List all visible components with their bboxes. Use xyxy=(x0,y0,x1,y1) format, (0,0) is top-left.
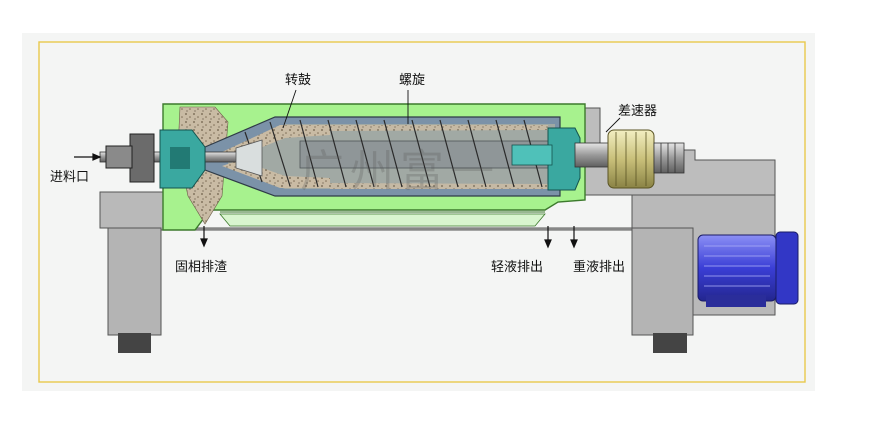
left-foot-pad xyxy=(118,333,151,353)
label-gearbox: 差速器 xyxy=(618,104,658,119)
label-heavy-liquid-discharge: 重液排出 xyxy=(573,260,626,275)
label-feed-inlet: 进料口 xyxy=(50,170,90,185)
left-bearing xyxy=(129,133,155,183)
label-solid-discharge: 固相排渣 xyxy=(175,260,228,275)
right-support-leg xyxy=(631,227,694,336)
label-screw: 螺旋 xyxy=(399,73,426,88)
motor xyxy=(697,234,777,302)
watermark: 广州富一 xyxy=(300,146,500,197)
diagram-border xyxy=(38,41,806,383)
right-hub xyxy=(547,127,581,191)
gearbox xyxy=(607,129,655,189)
label-light-liquid-discharge: 轻液排出 xyxy=(491,260,544,275)
right-foot-pad xyxy=(653,333,687,353)
label-drum: 转鼓 xyxy=(285,73,312,88)
left-support-leg xyxy=(107,227,162,336)
screw-flights xyxy=(244,119,543,188)
